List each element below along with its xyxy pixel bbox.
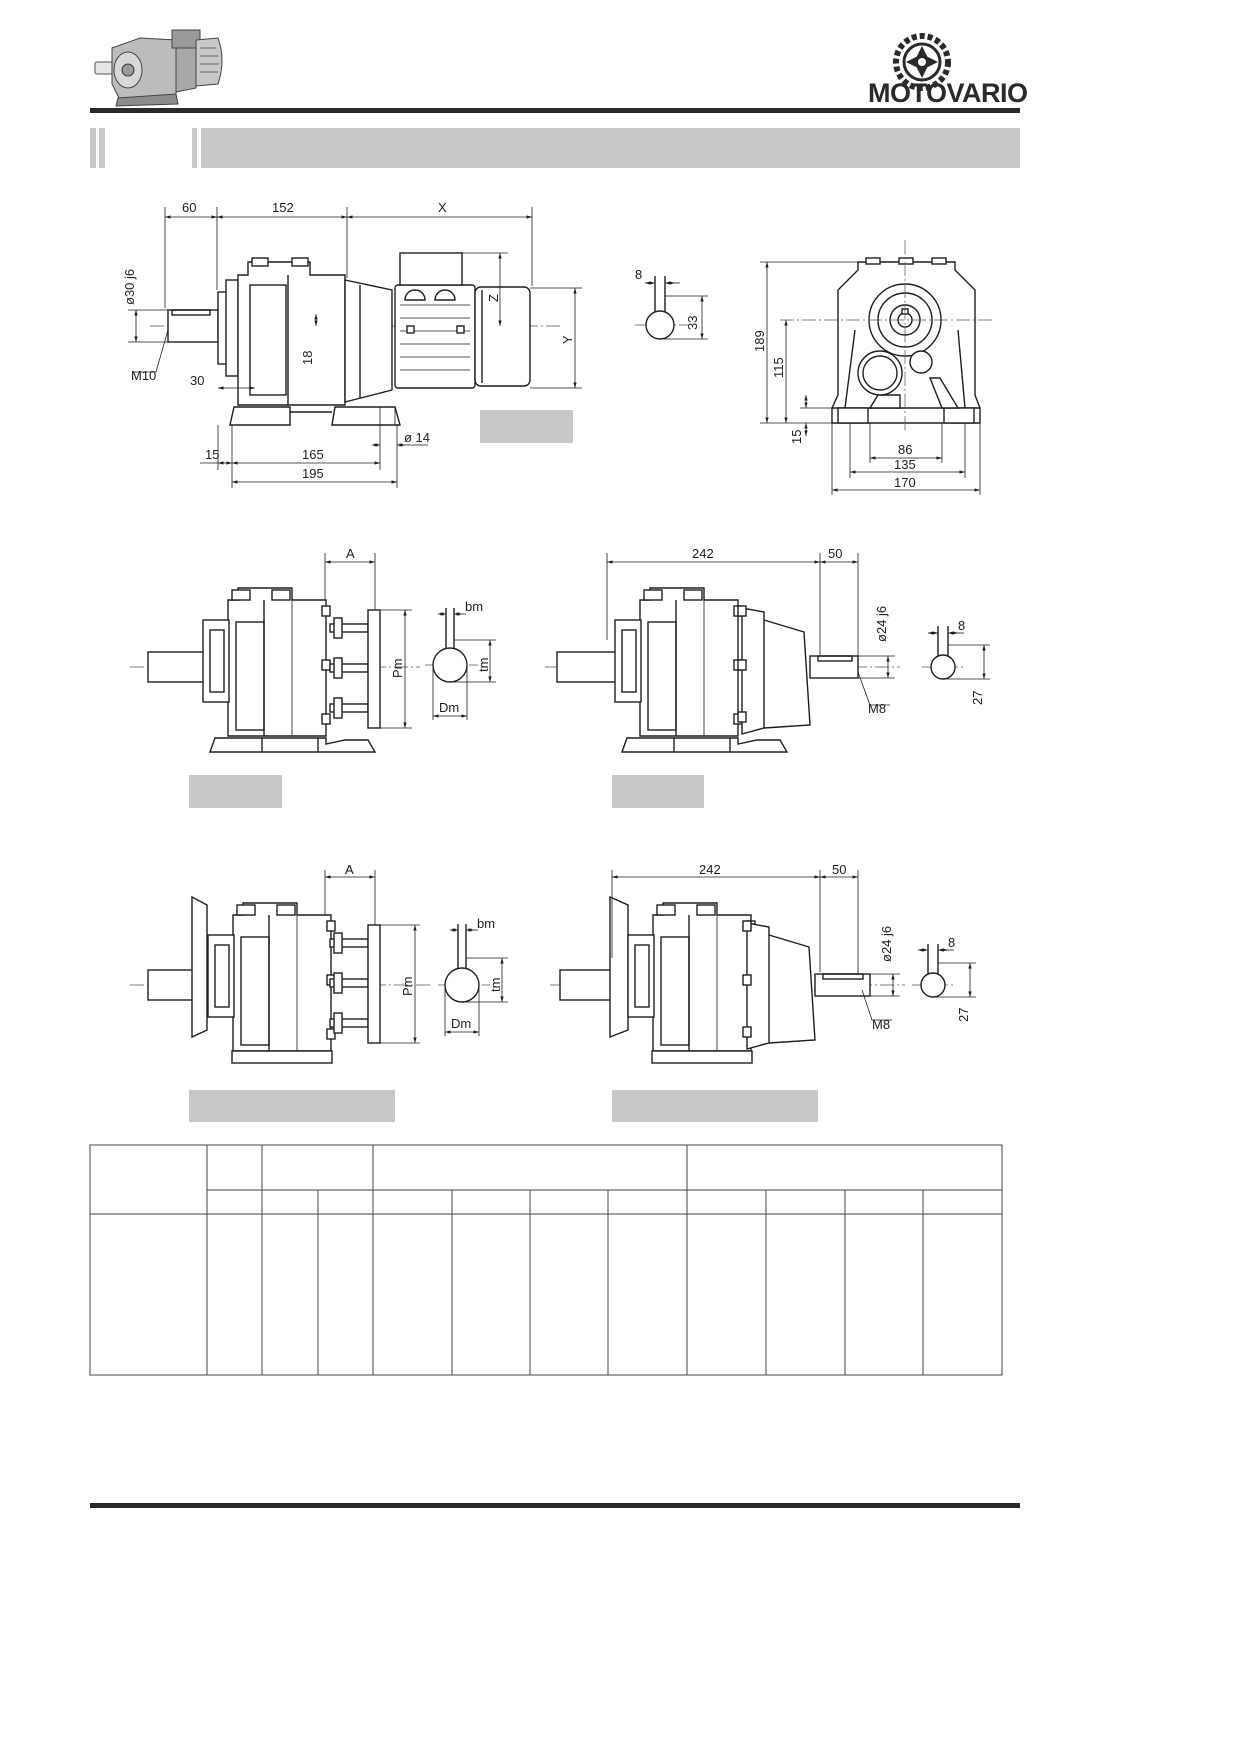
dim-tm: tm [488, 978, 503, 992]
label-box [189, 775, 282, 808]
dim-input-diameter: ø24 j6 [874, 606, 889, 642]
dim-input-thread: M8 [868, 701, 886, 716]
dim-key-width: 8 [958, 618, 965, 633]
drawing-input-shaft-section: 8 27 [922, 618, 990, 705]
dim-length: 242 [699, 862, 721, 877]
dim-body-length: 152 [272, 200, 294, 215]
label-box [480, 410, 573, 443]
dim-motor-length: X [438, 200, 447, 215]
dim-axis-height: 115 [771, 357, 786, 378]
dim-input-shaft: 50 [832, 862, 846, 877]
dim-hole-diameter: ø 14 [404, 430, 430, 445]
dim-a: A [345, 862, 354, 877]
dim-a: A [346, 546, 355, 561]
dim-pm: Pm [400, 977, 415, 997]
dimension-table [89, 1144, 1003, 1376]
dim-pm: Pm [390, 659, 405, 679]
dim-key-width: 8 [635, 267, 642, 282]
dim-bm: bm [477, 916, 495, 931]
drawing-flange-input-shaft: 242 50 ø24 j6 M8 [550, 862, 905, 1064]
dim-y: Y [560, 335, 575, 344]
dim-shaft-diameter: ø30 j6 [122, 269, 137, 305]
drawing-end-view: 189 115 15 86 135 170 [752, 240, 995, 495]
dim-key-depth: 27 [970, 691, 985, 705]
footer-rule [90, 1503, 1020, 1508]
dim-offset: 18 [300, 351, 315, 365]
dim-input-diameter: ø24 j6 [879, 926, 894, 962]
dim-length: 242 [692, 546, 714, 561]
header-rule [90, 108, 1020, 113]
brand-name: MOTOVARIO [868, 78, 1028, 108]
dim-shoulder: 30 [190, 373, 204, 388]
dim-key-depth: 27 [956, 1008, 971, 1022]
dim-key-width: 8 [948, 935, 955, 950]
dim-z: Z [486, 294, 501, 302]
dim-holes-inner: 86 [898, 442, 912, 457]
drawing-foot-iec: A Pm [130, 546, 420, 753]
dim-height: 189 [752, 330, 767, 352]
drawing-foot-motor: 60 152 X ø30 j6 M10 30 18 Z Y 15 [122, 200, 582, 488]
dim-foot-thickness: 15 [789, 430, 804, 444]
dim-dm: Dm [451, 1016, 471, 1031]
label-box [612, 1090, 818, 1122]
dim-dm: Dm [439, 700, 459, 715]
drawing-foot-input-shaft: 242 50 ø24 j6 M8 [545, 546, 900, 753]
dim-input-shaft: 50 [828, 546, 842, 561]
dim-input-thread: M8 [872, 1017, 890, 1032]
label-box [189, 1090, 395, 1122]
drawing-flange-iec: A Pm [130, 862, 430, 1064]
drawing-iec-bore-detail: bm tm Dm [438, 916, 508, 1036]
dim-width: 170 [894, 475, 916, 490]
dim-holes-outer: 135 [894, 457, 916, 472]
drawing-input-shaft-section: 8 27 [912, 935, 976, 1022]
dim-bm: bm [465, 599, 483, 614]
label-box [612, 775, 704, 808]
product-image [94, 29, 223, 107]
dim-foot-length: 195 [302, 466, 324, 481]
dim-key-depth: 33 [685, 316, 700, 330]
brand-emblem-icon [893, 33, 951, 91]
drawing-shaft-section: 8 33 [635, 267, 708, 340]
dim-foot-holes: 165 [302, 447, 324, 462]
brand-logo: MOTOVARIO [868, 33, 1028, 108]
dim-shaft-length: 60 [182, 200, 196, 215]
dim-thread: M10 [131, 368, 156, 383]
dim-foot-edge: 15 [205, 447, 219, 462]
dim-tm: tm [476, 658, 491, 672]
title-bar [90, 128, 1020, 168]
drawing-iec-bore-detail: bm tm Dm [425, 599, 496, 720]
